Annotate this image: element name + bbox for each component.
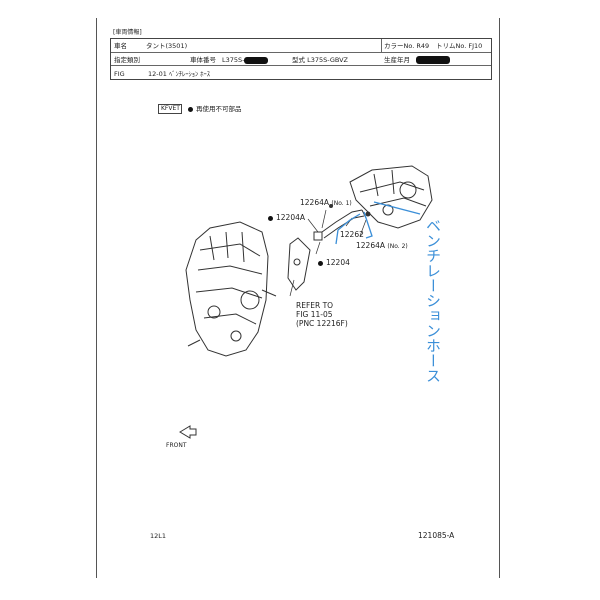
trim-no: トリムNo. FJ10 bbox=[436, 42, 483, 50]
color-no: カラーNo. R49 bbox=[384, 42, 430, 50]
page-border bbox=[96, 18, 500, 578]
model-label: 型式 L375S-GBVZ bbox=[292, 56, 349, 64]
handwritten-markup bbox=[335, 201, 421, 245]
part-label-12262: 12262 bbox=[340, 230, 364, 239]
refer-line-3: (PNC 12216F) bbox=[296, 319, 348, 328]
chassis-prefix: L375S- bbox=[222, 56, 245, 64]
bullet-icon bbox=[268, 215, 273, 221]
document-page bbox=[96, 18, 500, 578]
part-label-12264a-no1: 12264A (No. 1) bbox=[300, 198, 352, 207]
car-name-value: タント(3501) bbox=[146, 42, 188, 50]
front-label: FRONT bbox=[166, 442, 187, 449]
handwritten-note: ベンチレーションホース bbox=[424, 218, 442, 383]
fig-label: FIG bbox=[114, 70, 125, 78]
table-divider-1 bbox=[111, 52, 491, 53]
designation-label: 指定類別 bbox=[114, 56, 140, 64]
table-divider-2 bbox=[111, 65, 491, 66]
bullet-icon bbox=[188, 106, 193, 112]
footer-right-code: 121085-A bbox=[418, 531, 455, 540]
engine-block bbox=[185, 221, 311, 357]
section-title: [車両情報] bbox=[113, 29, 142, 36]
part-label-12264a-no2: 12264A (No. 2) bbox=[356, 241, 408, 250]
refer-line-1: REFER TO bbox=[296, 301, 334, 310]
car-name-label: 車名 bbox=[114, 42, 127, 50]
legend-code: KFVET bbox=[161, 105, 180, 112]
footer-left-code: 12L1 bbox=[150, 532, 167, 540]
chassis-redaction bbox=[244, 57, 268, 64]
intake-manifold bbox=[349, 165, 433, 229]
part-label-12204a: 12204A bbox=[268, 214, 305, 222]
part-label-12204: 12204 bbox=[318, 259, 350, 267]
fig-value: 12-01 ﾍﾞﾝﾁﾚｰｼｮﾝ ﾎｰｽ bbox=[148, 70, 211, 78]
table-col-divider bbox=[381, 39, 382, 52]
bullet-icon bbox=[318, 260, 323, 266]
front-arrow-icon bbox=[179, 425, 197, 439]
chassis-label: 車体番号 bbox=[190, 56, 216, 64]
legend-text: 再使用不可部品 bbox=[188, 106, 242, 113]
production-label: 生産年月 bbox=[384, 56, 410, 64]
refer-line-2: FIG 11-05 bbox=[296, 310, 333, 319]
production-redaction bbox=[416, 56, 450, 64]
vehicle-info-table bbox=[110, 38, 492, 80]
leader-lines bbox=[289, 209, 367, 297]
legend-code-box bbox=[158, 104, 182, 114]
